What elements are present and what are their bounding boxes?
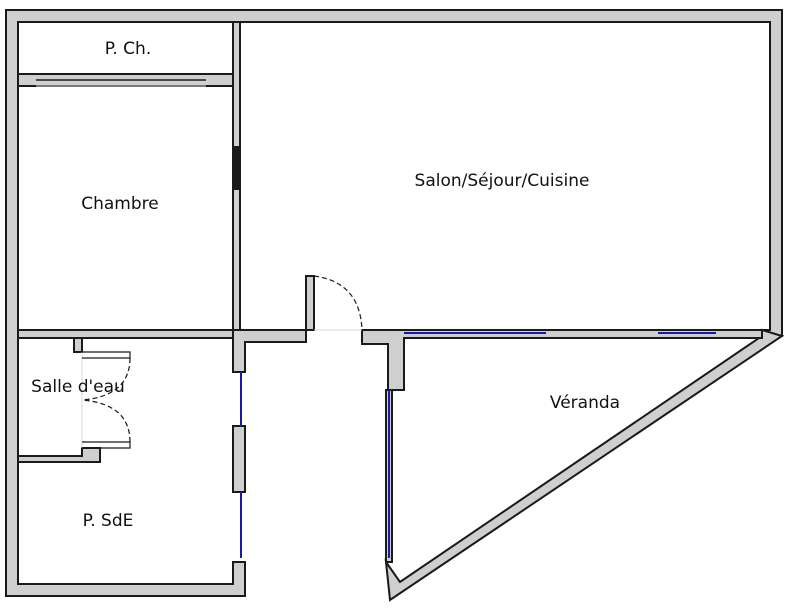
label-chambre: Chambre (81, 194, 159, 214)
wall-salle-eau-bottom (17, 447, 101, 463)
label-salle-eau: Salle d'eau (31, 377, 125, 397)
outer-wall (5, 9, 783, 597)
door-leaf-salle-eau-top (82, 351, 131, 359)
wall-sde-right-mid (232, 425, 246, 493)
label-placard-sde: P. SdE (83, 511, 134, 531)
veranda-wall (384, 328, 785, 602)
wall-salle-eau-top (73, 337, 83, 353)
label-veranda: Véranda (550, 393, 620, 413)
door-arc-salle-eau-top (81, 357, 131, 401)
wall-middle-center (232, 275, 315, 373)
label-placard-chambre: P. Ch. (105, 39, 151, 59)
door-arc-salle-eau-bottom (81, 399, 131, 443)
panel-chambre-salon (233, 146, 240, 190)
wall-middle-left (17, 329, 234, 339)
wall-veranda-top (361, 329, 763, 391)
label-salon: Salon/Séjour/Cuisine (415, 171, 590, 191)
door-arc-salon (313, 275, 363, 331)
door-leaf-salle-eau-bottom (82, 441, 131, 449)
